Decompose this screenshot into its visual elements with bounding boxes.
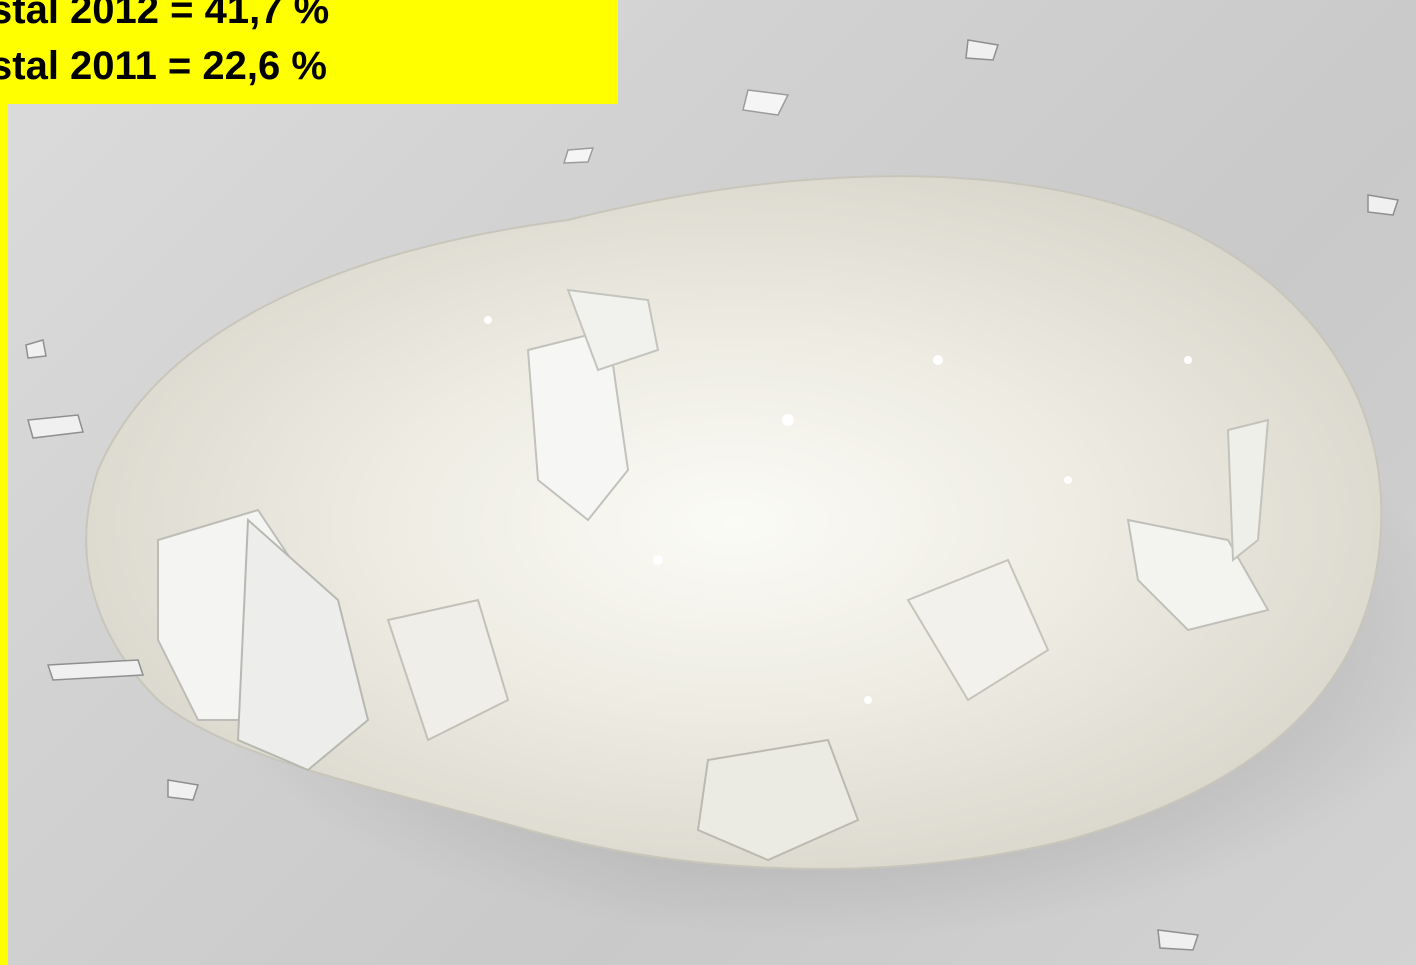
crystal-photo: [8, 0, 1416, 965]
stat-label-box: stal 2012 = 41,7 % stal 2011 = 22,6 %: [0, 0, 618, 104]
stat-line-2012: stal 2012 = 41,7 %: [0, 0, 330, 32]
left-yellow-strip: [0, 0, 8, 965]
crystal-pile-icon: [25, 39, 1416, 951]
stat-line-2011: stal 2011 = 22,6 %: [0, 44, 327, 88]
